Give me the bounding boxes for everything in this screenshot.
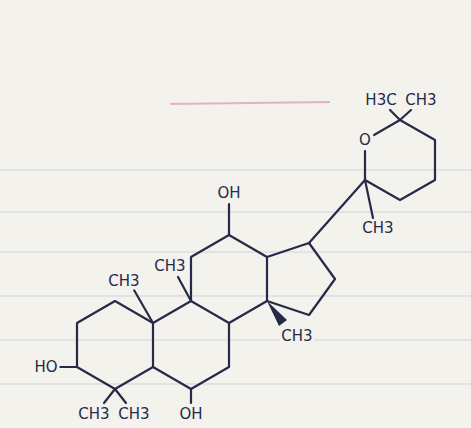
rule-line [0,340,471,341]
atom-label: CH3 [116,406,151,423]
atom-label: CH3 [76,406,111,423]
hydroxyl-bond [60,366,77,368]
wedge-bond [267,301,287,326]
methyl-bond [104,389,115,403]
atom-label: OH [177,406,204,423]
atom-label: CH3 [152,258,187,275]
pyran-ring [365,120,435,200]
rule-line [0,170,471,171]
margin-mark [170,102,330,104]
atom-label: CH3 [279,328,314,345]
bond-lines [60,110,435,403]
ring-b [153,301,229,389]
atom-label: CH3 [360,220,395,237]
side-chain-bond [309,180,365,243]
methyl-bond [134,290,153,323]
atom-label: O [357,132,373,149]
methyl-bond [390,110,400,120]
methyl-bond [400,110,411,120]
methyl-bond [178,277,191,301]
rule-line [0,384,471,385]
ring-a [77,301,153,389]
notebook-rules [0,170,471,384]
methyl-bond [365,180,373,218]
atom-label: H3C [363,92,398,109]
atom-label: CH3 [106,273,141,290]
ring-d [267,243,335,315]
methyl-bond [115,389,126,403]
rule-line [0,212,471,213]
rule-line [0,252,471,253]
hydroxyl-bond [190,389,192,403]
ring-c [191,235,267,323]
rule-line [0,296,471,297]
hydroxyl-bond [228,204,230,235]
atom-label: OH [215,185,242,202]
atom-label: HO [32,359,59,376]
atom-label: CH3 [403,92,438,109]
